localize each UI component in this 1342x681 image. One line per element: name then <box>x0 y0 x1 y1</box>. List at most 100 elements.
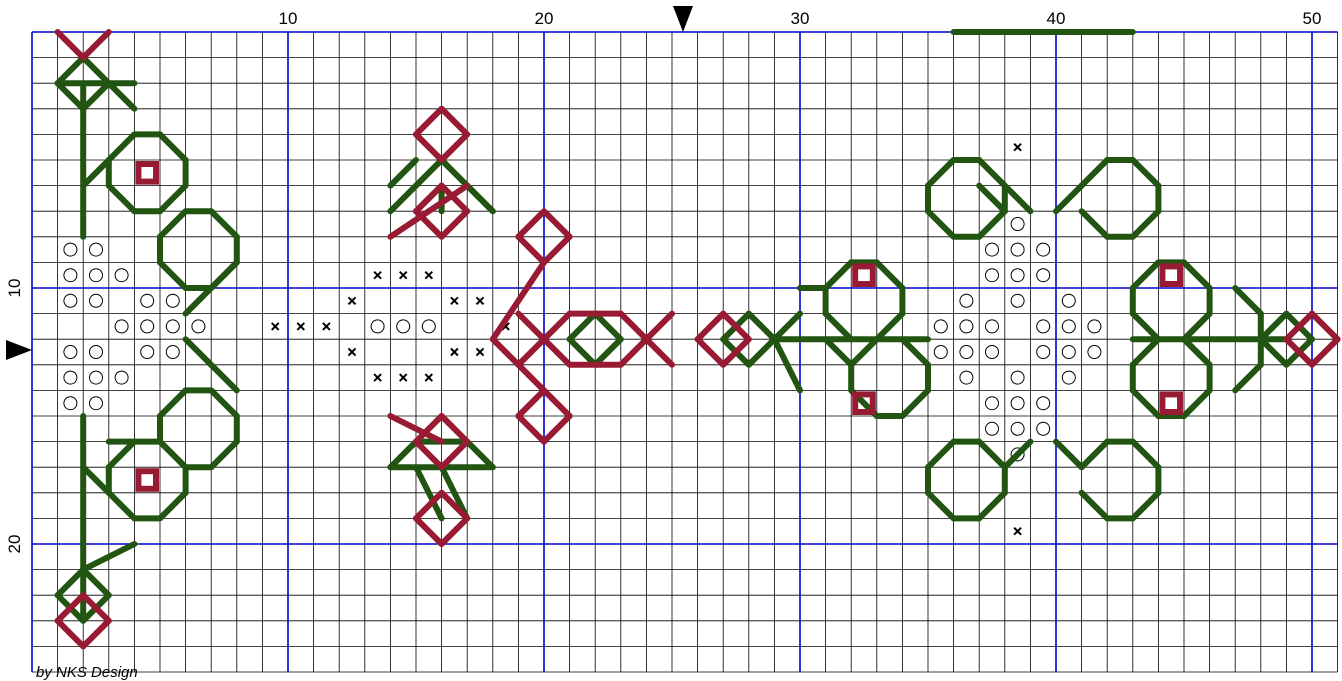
green-stitch <box>83 83 109 109</box>
red-stitch <box>698 339 724 365</box>
circle-stitch <box>986 397 999 410</box>
circle-stitch <box>1088 346 1101 359</box>
green-stitch <box>1133 314 1159 340</box>
circle-stitch <box>90 397 103 410</box>
cross-stitch <box>349 349 356 356</box>
green-stitch <box>390 442 416 468</box>
red-stitch <box>442 416 468 442</box>
circle-stitch <box>1037 320 1050 333</box>
green-stitch <box>1133 160 1159 186</box>
green-stitch <box>851 339 877 365</box>
green-stitch <box>1082 493 1108 519</box>
circle-stitch <box>90 294 103 307</box>
circle-stitch <box>115 269 128 282</box>
circle-stitch <box>141 294 154 307</box>
circle-stitch <box>1011 422 1024 435</box>
red-stitch <box>621 339 647 365</box>
circle-stitch <box>986 269 999 282</box>
circle-stitch <box>64 346 77 359</box>
green-stitch <box>826 262 852 288</box>
green-stitch <box>160 442 186 468</box>
red-stitch <box>518 314 544 340</box>
green-stitch <box>595 339 621 365</box>
green-stitch <box>58 58 84 84</box>
circle-stitch <box>986 346 999 359</box>
green-stitch <box>109 134 135 160</box>
green-stitch <box>83 570 109 596</box>
green-stitch <box>1133 493 1159 519</box>
green-stitch <box>1133 339 1159 365</box>
red-stitch <box>416 442 442 468</box>
green-stitch <box>1133 442 1159 468</box>
red-stitch <box>518 237 544 263</box>
circle-stitch <box>1062 320 1075 333</box>
red-square-stitch <box>138 164 156 182</box>
red-stitch <box>518 211 544 237</box>
red-stitch <box>442 211 468 237</box>
green-stitch <box>826 339 852 365</box>
green-stitch <box>160 493 186 519</box>
red-stitch <box>518 390 544 416</box>
circle-stitch <box>1062 346 1075 359</box>
circle-stitch <box>1037 397 1050 410</box>
cross-stitch <box>451 297 458 304</box>
red-square-stitch <box>1162 266 1180 284</box>
circle-stitch <box>166 346 179 359</box>
green-stitch <box>1133 390 1159 416</box>
green-stitch <box>1133 211 1159 237</box>
cross-stitch <box>349 297 356 304</box>
green-stitch <box>979 442 1005 468</box>
green-stitch <box>928 160 954 186</box>
red-stitch <box>518 416 544 442</box>
green-stitch <box>1056 186 1082 212</box>
circle-stitch <box>1011 243 1024 256</box>
cross-stitch <box>297 323 304 330</box>
red-square-stitch <box>138 471 156 489</box>
green-stitch <box>109 186 135 212</box>
designer-credit: by NKS Design <box>36 664 138 681</box>
circle-stitch <box>64 371 77 384</box>
circle-stitch <box>1011 218 1024 231</box>
green-stitch <box>1005 186 1031 212</box>
green-stitch <box>211 390 237 416</box>
circle-stitch <box>1037 422 1050 435</box>
green-stitch <box>160 262 186 288</box>
green-stitch <box>1235 288 1261 314</box>
circle-stitch <box>960 371 973 384</box>
column-label: 40 <box>1047 9 1066 28</box>
center-row-marker <box>6 340 32 360</box>
cross-stitch <box>451 349 458 356</box>
circle-stitch <box>115 320 128 333</box>
circle-stitch <box>934 346 947 359</box>
circle-stitch <box>960 346 973 359</box>
cross-stitch <box>323 323 330 330</box>
green-stitch <box>1184 314 1210 340</box>
circle-stitch <box>1062 294 1075 307</box>
green-stitch <box>83 58 109 84</box>
green-stitch <box>928 493 954 519</box>
red-stitch <box>83 32 109 58</box>
green-stitch <box>595 314 621 340</box>
circle-stitch <box>115 371 128 384</box>
green-stitch <box>826 314 852 340</box>
red-stitch <box>442 442 468 468</box>
green-stitch <box>390 160 416 186</box>
red-stitch <box>646 339 672 365</box>
red-stitch <box>646 314 672 340</box>
cross-stitch <box>400 374 407 381</box>
red-square-stitch <box>855 266 873 284</box>
green-stitch <box>1261 339 1287 365</box>
cross-stitch <box>1014 144 1021 151</box>
red-stitch <box>621 314 647 340</box>
cross-stitch <box>425 374 432 381</box>
green-stitch <box>211 211 237 237</box>
green-stitch <box>160 186 186 212</box>
green-stitch <box>1184 262 1210 288</box>
green-stitch <box>979 160 1005 186</box>
green-stitch <box>416 160 442 186</box>
cross-stitch <box>1014 528 1021 535</box>
red-stitch <box>442 134 468 160</box>
green-stitch <box>109 442 135 468</box>
